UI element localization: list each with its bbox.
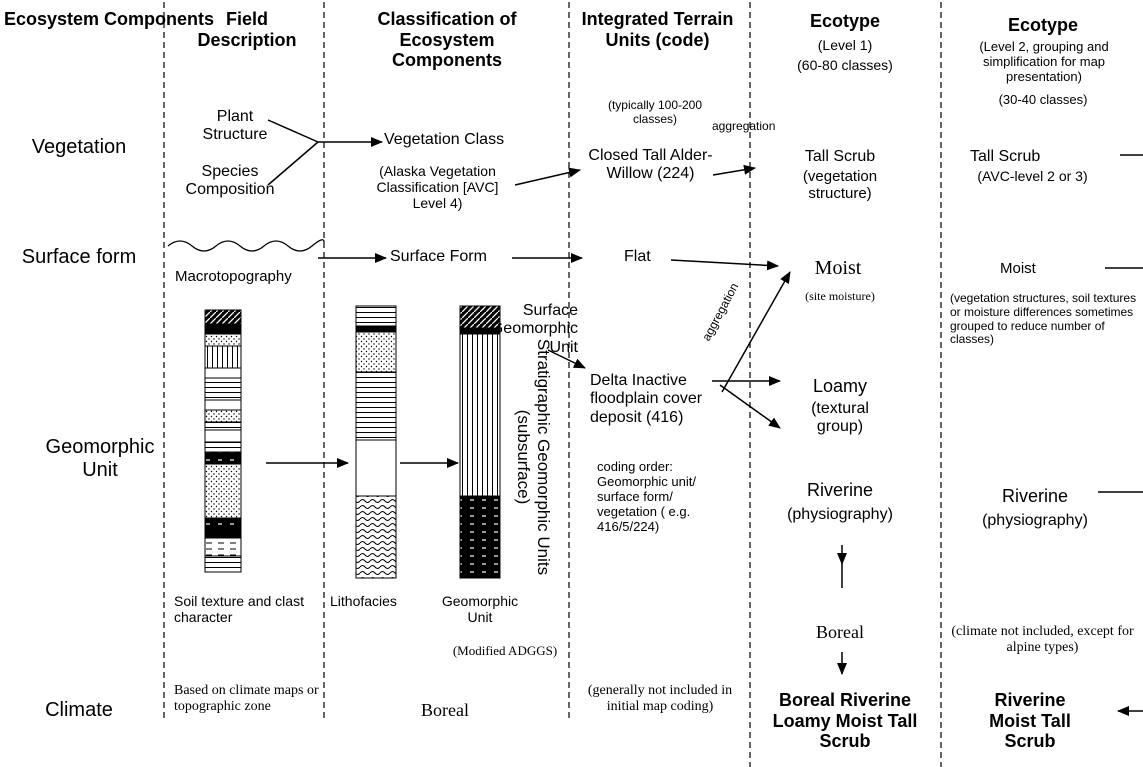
- plant-structure: Plant Structure: [202, 108, 268, 144]
- avc-note: (Alaska Vegetation Classification [AVC] …: [376, 163, 499, 212]
- lithofacies-label: Lithofacies: [330, 593, 397, 609]
- physiography-level1: (physiography): [787, 506, 893, 523]
- final-ecotype-level2: Riverine Moist Tall Scrub: [989, 690, 1071, 752]
- tall-scrub-level2: Tall Scrub: [970, 148, 1041, 165]
- ecotype2-note: (Level 2, grouping and simplification fo…: [979, 39, 1109, 84]
- riverine-level2: Riverine: [1001, 486, 1069, 506]
- soil-texture-label: Soil texture and clast character: [174, 593, 304, 626]
- ecotype1-classes: (60-80 classes): [797, 57, 893, 73]
- header-ecotype-level1: Ecotype: [809, 11, 881, 31]
- soil-column-icon: [204, 309, 242, 573]
- ecotype1-level: (Level 1): [817, 37, 873, 53]
- species-composition: Species Composition: [185, 163, 275, 199]
- climate-based-on: Based on climate maps or topographic zon…: [174, 683, 319, 715]
- surface-form-class: Surface Form: [390, 248, 487, 265]
- boreal-ecotype: Boreal: [816, 622, 864, 642]
- site-moisture-note: (site moisture): [805, 289, 875, 303]
- closed-tall-alder-willow: Closed Tall Alder-Willow (224): [588, 147, 713, 183]
- physiography-level2: (physiography): [982, 512, 1088, 529]
- vegetation-class: Vegetation Class: [384, 131, 505, 148]
- itu-class-count: (typically 100-200 classes): [607, 98, 703, 126]
- riverine-level1: Riverine: [806, 480, 874, 500]
- row-vegetation: Vegetation: [31, 136, 127, 158]
- moist-level1: Moist: [814, 257, 862, 279]
- header-field-description: Field Description: [197, 9, 297, 50]
- geomorphic-unit-column-icon: [459, 305, 501, 579]
- moist-grouping-note: (vegetation structures, soil textures or…: [950, 291, 1137, 347]
- row-geomorphic-unit: Geomorphic Unit: [45, 436, 155, 481]
- delta-inactive-floodplain: Delta Inactive floodplain cover deposit …: [590, 372, 703, 426]
- avc-level-note: (AVC-level 2 or 3): [977, 168, 1088, 184]
- lithofacies-column-icon: [355, 305, 397, 579]
- loamy-label: Loamy: [812, 376, 868, 396]
- moist-level2: Moist: [1000, 260, 1036, 277]
- macrotopography: Macrotopography: [175, 268, 292, 285]
- header-ecosystem-components: Ecosystem Components: [4, 9, 215, 29]
- ecotype2-classes: (30-40 classes): [998, 92, 1088, 107]
- row-surface-form: Surface form: [21, 246, 137, 268]
- vegetation-structure-note: (vegetation structure): [802, 168, 878, 203]
- geomorphic-unit-label: Geomorphic Unit: [441, 593, 519, 626]
- final-ecotype-level1: Boreal Riverine Loamy Moist Tall Scrub: [772, 690, 918, 752]
- column-dividers: [163, 2, 942, 767]
- modified-adggs-note: (Modified ADGGS): [452, 643, 558, 658]
- climate-not-included-itu: (generally not included in initial map c…: [587, 683, 733, 715]
- header-classification: Classification of Ecosystem Components: [377, 9, 517, 71]
- textural-group-note: (textural group): [811, 400, 869, 436]
- row-climate: Climate: [45, 699, 113, 721]
- boreal-class: Boreal: [421, 700, 469, 720]
- stratigraphic-geomorphic-units: Stratigraphic Geomorphic Units (subsurfa…: [514, 338, 553, 576]
- flat-label: Flat: [624, 248, 651, 265]
- aggregation-label-vegetation: aggregation: [712, 119, 776, 133]
- surface-geomorphic-unit: Surface Geomorphic Unit: [490, 302, 578, 356]
- macrotopography-wave-icon: [167, 239, 325, 252]
- coding-order-note: coding order: Geomorphic unit/ surface f…: [597, 459, 696, 534]
- climate-not-included-ecotype2: (climate not included, except for alpine…: [951, 624, 1134, 656]
- header-ecotype-level2: Ecotype: [1007, 15, 1079, 35]
- header-itu: Integrated Terrain Units (code): [581, 9, 734, 50]
- tall-scrub-level1: Tall Scrub: [804, 148, 876, 165]
